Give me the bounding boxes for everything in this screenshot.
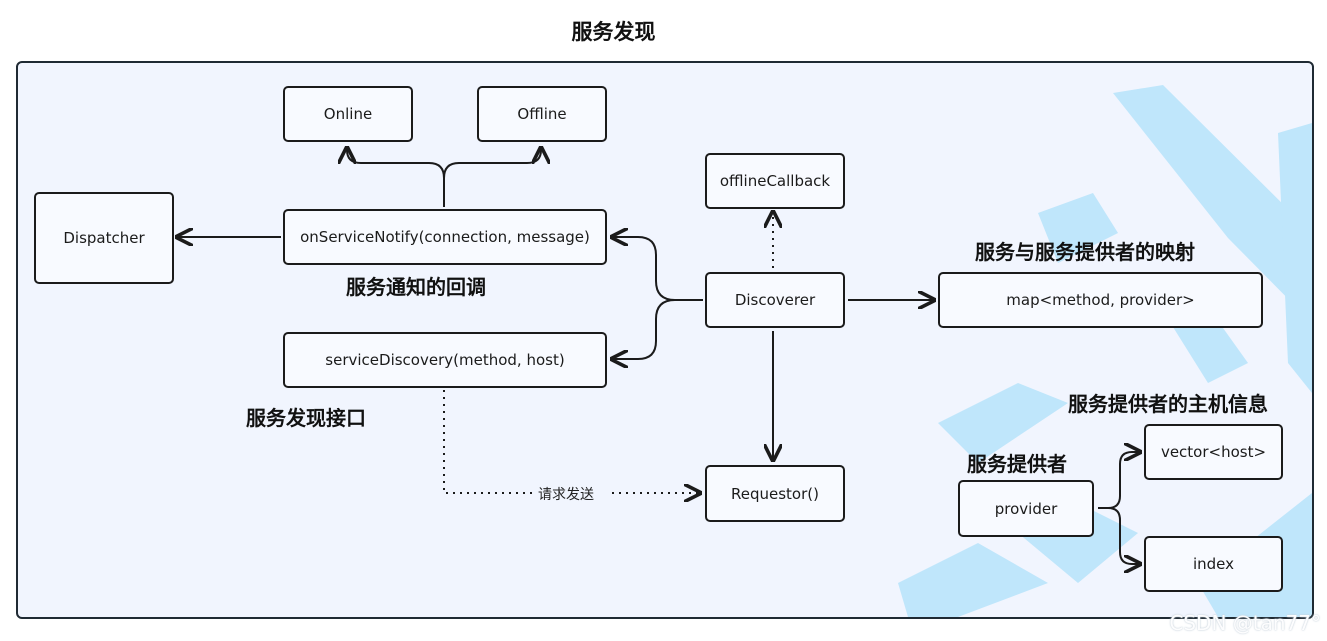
diagram-title: 服务发现 <box>571 20 656 44</box>
diagram-frame <box>16 61 1314 619</box>
node-discoverer: Discoverer <box>705 272 845 328</box>
node-index: index <box>1144 536 1283 592</box>
node-map: map<method, provider> <box>938 272 1263 328</box>
watermark: CSDN @tan77° <box>1169 611 1321 635</box>
node-offline-callback: offlineCallback <box>705 153 845 209</box>
edge-notify-to-offline <box>443 148 541 179</box>
edge-provider-to-index <box>1107 507 1140 564</box>
node-offline: Offline <box>477 86 607 142</box>
label-provider: 服务提供者 <box>967 452 1067 476</box>
edge-discoverer-to-notify <box>612 237 703 301</box>
edge-provider-to-vector <box>1098 452 1140 509</box>
label-mapping: 服务与服务提供者的映射 <box>975 240 1195 264</box>
node-on-service-notify: onServiceNotify(connection, message) <box>283 209 607 265</box>
label-send-request: 请求发送 <box>532 484 600 504</box>
label-discovery-interface: 服务发现接口 <box>246 406 366 430</box>
node-provider: provider <box>958 480 1094 537</box>
node-service-discovery: serviceDiscovery(method, host) <box>283 332 607 388</box>
edge-discovery-to-requestor <box>443 390 532 494</box>
edge-notify-to-online <box>347 148 445 179</box>
edge-discoverer-to-discovery <box>612 299 676 359</box>
label-notify-callback: 服务通知的回调 <box>346 275 486 299</box>
node-dispatcher: Dispatcher <box>34 192 174 284</box>
node-online: Online <box>283 86 413 142</box>
node-requestor: Requestor() <box>705 465 845 522</box>
label-provider-host-info: 服务提供者的主机信息 <box>1068 392 1268 416</box>
node-vector-host: vector<host> <box>1144 424 1283 480</box>
